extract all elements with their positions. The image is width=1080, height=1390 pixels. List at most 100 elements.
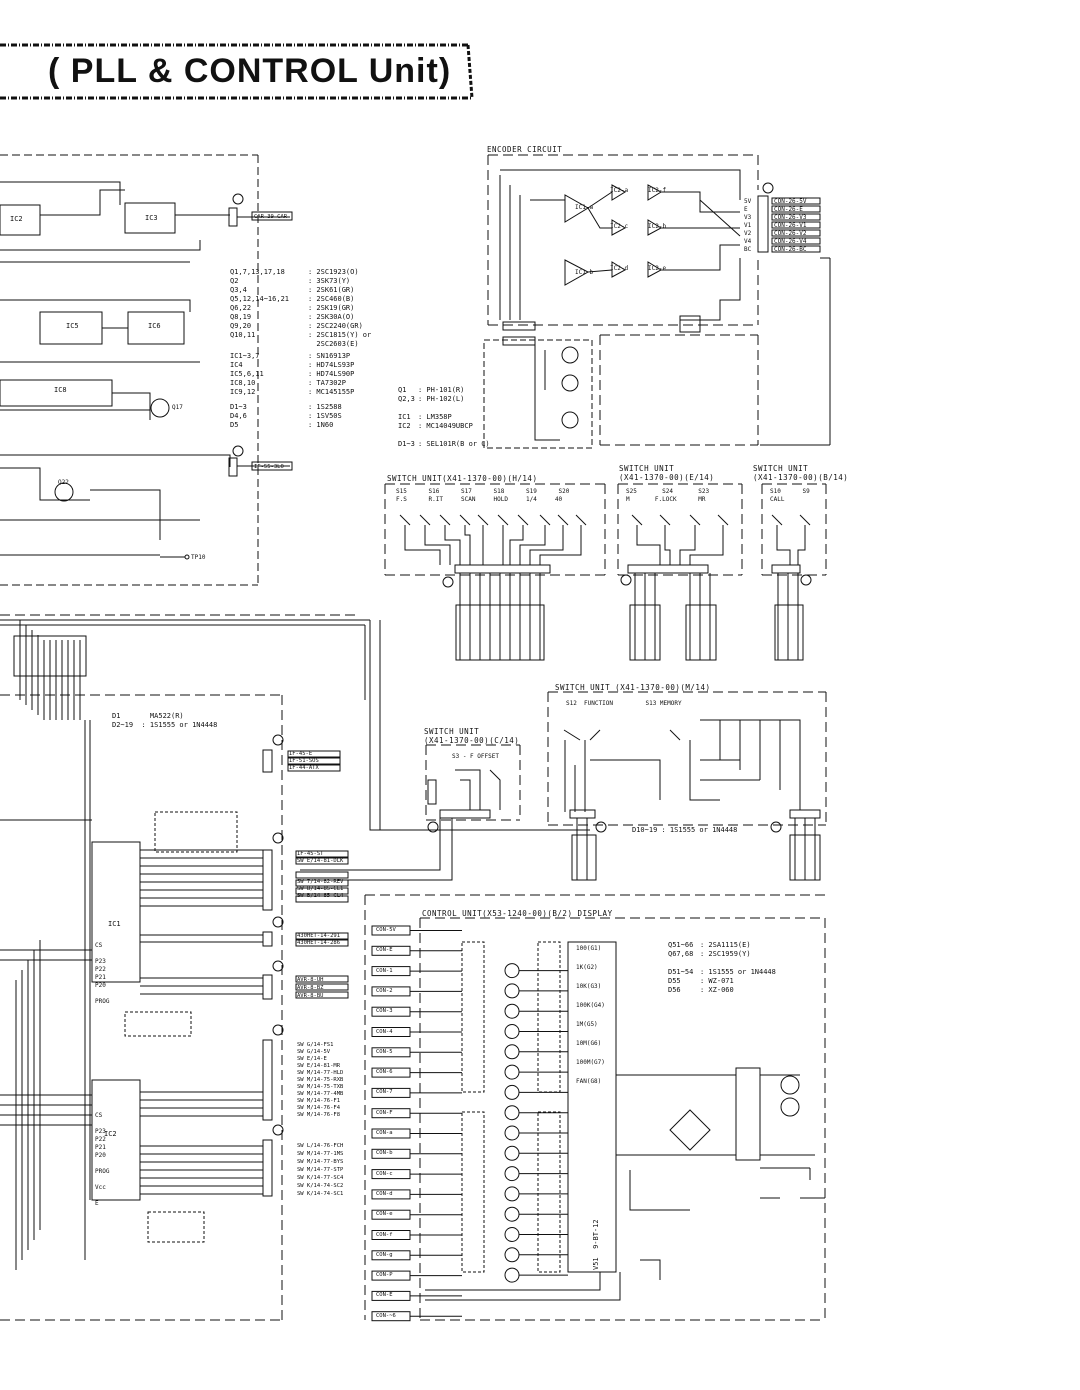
ic1-block — [91, 841, 141, 983]
switch-h-labels: S15 S16 S17 S18 S19 S20 F.S R.IT SCAN HO… — [396, 488, 570, 503]
display-con-label: CON-E — [376, 1292, 393, 1299]
display-con-label: CON-5V — [376, 927, 396, 933]
display-transistor — [504, 1084, 520, 1100]
transformer-ts1 — [735, 1067, 761, 1161]
switch-m-labels: S12 FUNCTION S13 MEMORY — [566, 700, 682, 707]
connector-19-labels: 430HET-14-291 430HET-14-286 — [297, 933, 341, 946]
ic-label-ic2c: IC2-c — [610, 223, 629, 230]
ic-label-ic2b: IC2-b — [648, 223, 667, 230]
ic-label-ic1a: IC1-a — [575, 204, 594, 211]
display-con-label: CON-f — [376, 1231, 393, 1238]
connector-17-labels: IF-45-E IF-51-SOS IF-44-ATX — [289, 751, 319, 771]
switch-unit-h-title: SWITCH UNIT(X41-1370-00)(H/14) — [387, 474, 538, 483]
display-transistor — [504, 1227, 520, 1242]
display-con-label: CON-b — [376, 1150, 393, 1157]
diode-parts: : 1S2588 : 1SV50S : 1N60 — [308, 403, 342, 429]
display-con-label: CON-d — [376, 1190, 393, 1197]
display-con-label: CON-P — [376, 1272, 393, 1279]
display-transistor — [504, 963, 520, 979]
display-con-label: CON-1 — [376, 967, 393, 974]
switch-c-labels: S3 - F OFFSET — [452, 753, 499, 760]
ic-label-ic2d: IC2-d — [610, 265, 629, 272]
display-transistor — [504, 1105, 520, 1121]
display-con-label: CON-a — [376, 1130, 393, 1136]
connector-18-labels: IF-45-ST SW E/14-81-DLK SW 7/14-82-REV S… — [297, 851, 344, 899]
transistor-refs: Q1,7,13,17,18 Q2 Q3,4 Q5,12,14~16,21 Q6,… — [230, 268, 290, 339]
ic-label-ic2-ctrl: IC2 — [104, 1130, 117, 1138]
ic-label-ic2e: IC2-e — [648, 265, 667, 272]
diode-refs: D1~3 D4,6 D5 — [230, 403, 247, 429]
q17-label: Q17 — [172, 404, 183, 411]
encoder-parts-refs: Q1 Q2,3 IC1 IC2 D1~3 — [398, 386, 415, 448]
ic-label-ic2a: IC2-a — [610, 187, 629, 194]
switch-b-labels: S10 S9 CALL — [770, 488, 810, 503]
display-con-label: CON-E — [376, 947, 393, 954]
car-net-label: CAR-39-CAR — [254, 214, 288, 220]
ic-label-ic2f: IC2-f — [648, 187, 667, 194]
display-con-label: CON-F — [376, 1109, 393, 1116]
display-con-label: CON-4 — [376, 1028, 393, 1035]
display-con-label: CON-5 — [376, 1048, 393, 1055]
display-con-label: CON-g — [376, 1251, 393, 1258]
digit-labels: 100(G1) 1K(G2) 10K(G3) 100K(G4) 1M(G5) 1… — [576, 945, 605, 1085]
ic-label-ic1b: IC1-b — [575, 269, 594, 276]
encoder-pin-labels: 5V E V3 V1 V2 V4 BC — [744, 198, 752, 253]
display-parts-values: : 2SA1115(E) : 2SC1959(Y) : 1S1555 or 1N… — [700, 941, 776, 994]
ic-label-ic6: IC6 — [148, 322, 161, 330]
display-transistor — [504, 1267, 520, 1283]
display-transistor — [504, 1145, 520, 1161]
ic3-block — [124, 202, 176, 234]
encoder-parts-values: : PH-101(R) : PH-102(L) : LM358P : MC140… — [418, 386, 490, 448]
display-con-label: CON-c — [376, 1170, 393, 1177]
display-con-label: CON-3 — [376, 1008, 393, 1015]
connector-22-labels: SW L/14-76-FCH SW M/14-77-1MS SW M/14-77… — [297, 1143, 344, 1197]
ic1-pin-labels: CS P23 P22 P21 P20 PROG — [95, 942, 110, 1005]
transistor-parts: : 2SC1923(O) : 3SK73(Y) : 2SK61(GR) : 2S… — [308, 268, 372, 348]
display-transistor — [504, 1186, 520, 1202]
display-con-label: CON-7 — [376, 1089, 393, 1096]
control-diode-note: D1 MA522(R) D2~19 : 1S1555 or 1N4448 — [112, 712, 218, 729]
ic2-block — [0, 204, 41, 236]
display-transistor — [504, 1247, 520, 1263]
display-tube-label: V51 9-BT-12 — [592, 1219, 600, 1270]
ic-label-ic8: IC8 — [54, 386, 67, 394]
page-title: ( PLL & CONTROL Unit) — [48, 52, 452, 90]
display-transistor — [504, 1024, 520, 1039]
display-transistor — [504, 1044, 520, 1060]
display-con-label: CON-e — [376, 1211, 393, 1218]
lo-net-label: IF-55-3LO — [254, 464, 284, 470]
ic-parts: : SN16913P : HD74LS93P : HD74LS90P : TA7… — [308, 352, 355, 396]
ic2-pin-labels: CS P23 P22 P21 P20 PROG Vcc E — [95, 1112, 110, 1207]
ic-label-ic2: IC2 — [10, 215, 23, 223]
switch-unit-e-title: SWITCH UNIT (X41-1370-00)(E/14) — [619, 464, 715, 482]
ic-label-ic1-ctrl: IC1 — [108, 920, 121, 928]
switch-m-diode-note: D10~19 : 1S1555 or 1N4448 — [632, 826, 738, 834]
switch-unit-c-title: SWITCH UNIT (X41-1370-00)(C/14) — [424, 727, 520, 745]
pll-frame — [0, 154, 259, 586]
ic-label-ic5: IC5 — [66, 322, 79, 330]
connector-21-labels: SW G/14-FS1 SW G/14-5V SW E/14-E SW E/14… — [297, 1042, 344, 1118]
display-transistor — [504, 1166, 520, 1182]
display-transistor — [504, 983, 520, 999]
ic-refs: IC1~3,7 IC4 IC5,6,11 IC8,10 IC9,12 — [230, 352, 264, 396]
display-transistor — [504, 1003, 520, 1019]
display-transistor — [504, 1206, 520, 1222]
connector-20-labels: AVR-8-UH AVR-8-BZ AVR-8-BU — [297, 977, 324, 999]
encoder-connector-labels: CON-26-5V CON-26-E CON-26-V3 CON-26-V1 C… — [774, 198, 807, 253]
display-con-label: CON-2 — [376, 987, 393, 994]
display-parts-refs: Q51~66 Q67,68 D51~54 D55 D56 — [668, 941, 694, 994]
switch-e-labels: S25 S24 S23 M F.LOCK MR — [626, 488, 710, 503]
switch-unit-b-title: SWITCH UNIT (X41-1370-00)(B/14) — [753, 464, 849, 482]
switch-unit-m-title: SWITCH UNIT (X41-1370-00)(M/14) — [555, 683, 711, 692]
display-tube — [567, 941, 617, 1273]
control-unit-title: CONTROL UNIT(X53-1240-00)(B/2) DISPLAY — [422, 909, 613, 918]
display-con-label: CON-6 — [376, 1069, 393, 1076]
display-transistor — [504, 1125, 520, 1141]
encoder-circuit-title: ENCODER CIRCUIT — [487, 145, 563, 154]
ic-label-ic3: IC3 — [145, 214, 158, 222]
q22-label: Q22 — [58, 479, 69, 486]
display-con-label: CON-~6 — [376, 1312, 396, 1319]
ic2-ctrl-block — [91, 1079, 141, 1201]
